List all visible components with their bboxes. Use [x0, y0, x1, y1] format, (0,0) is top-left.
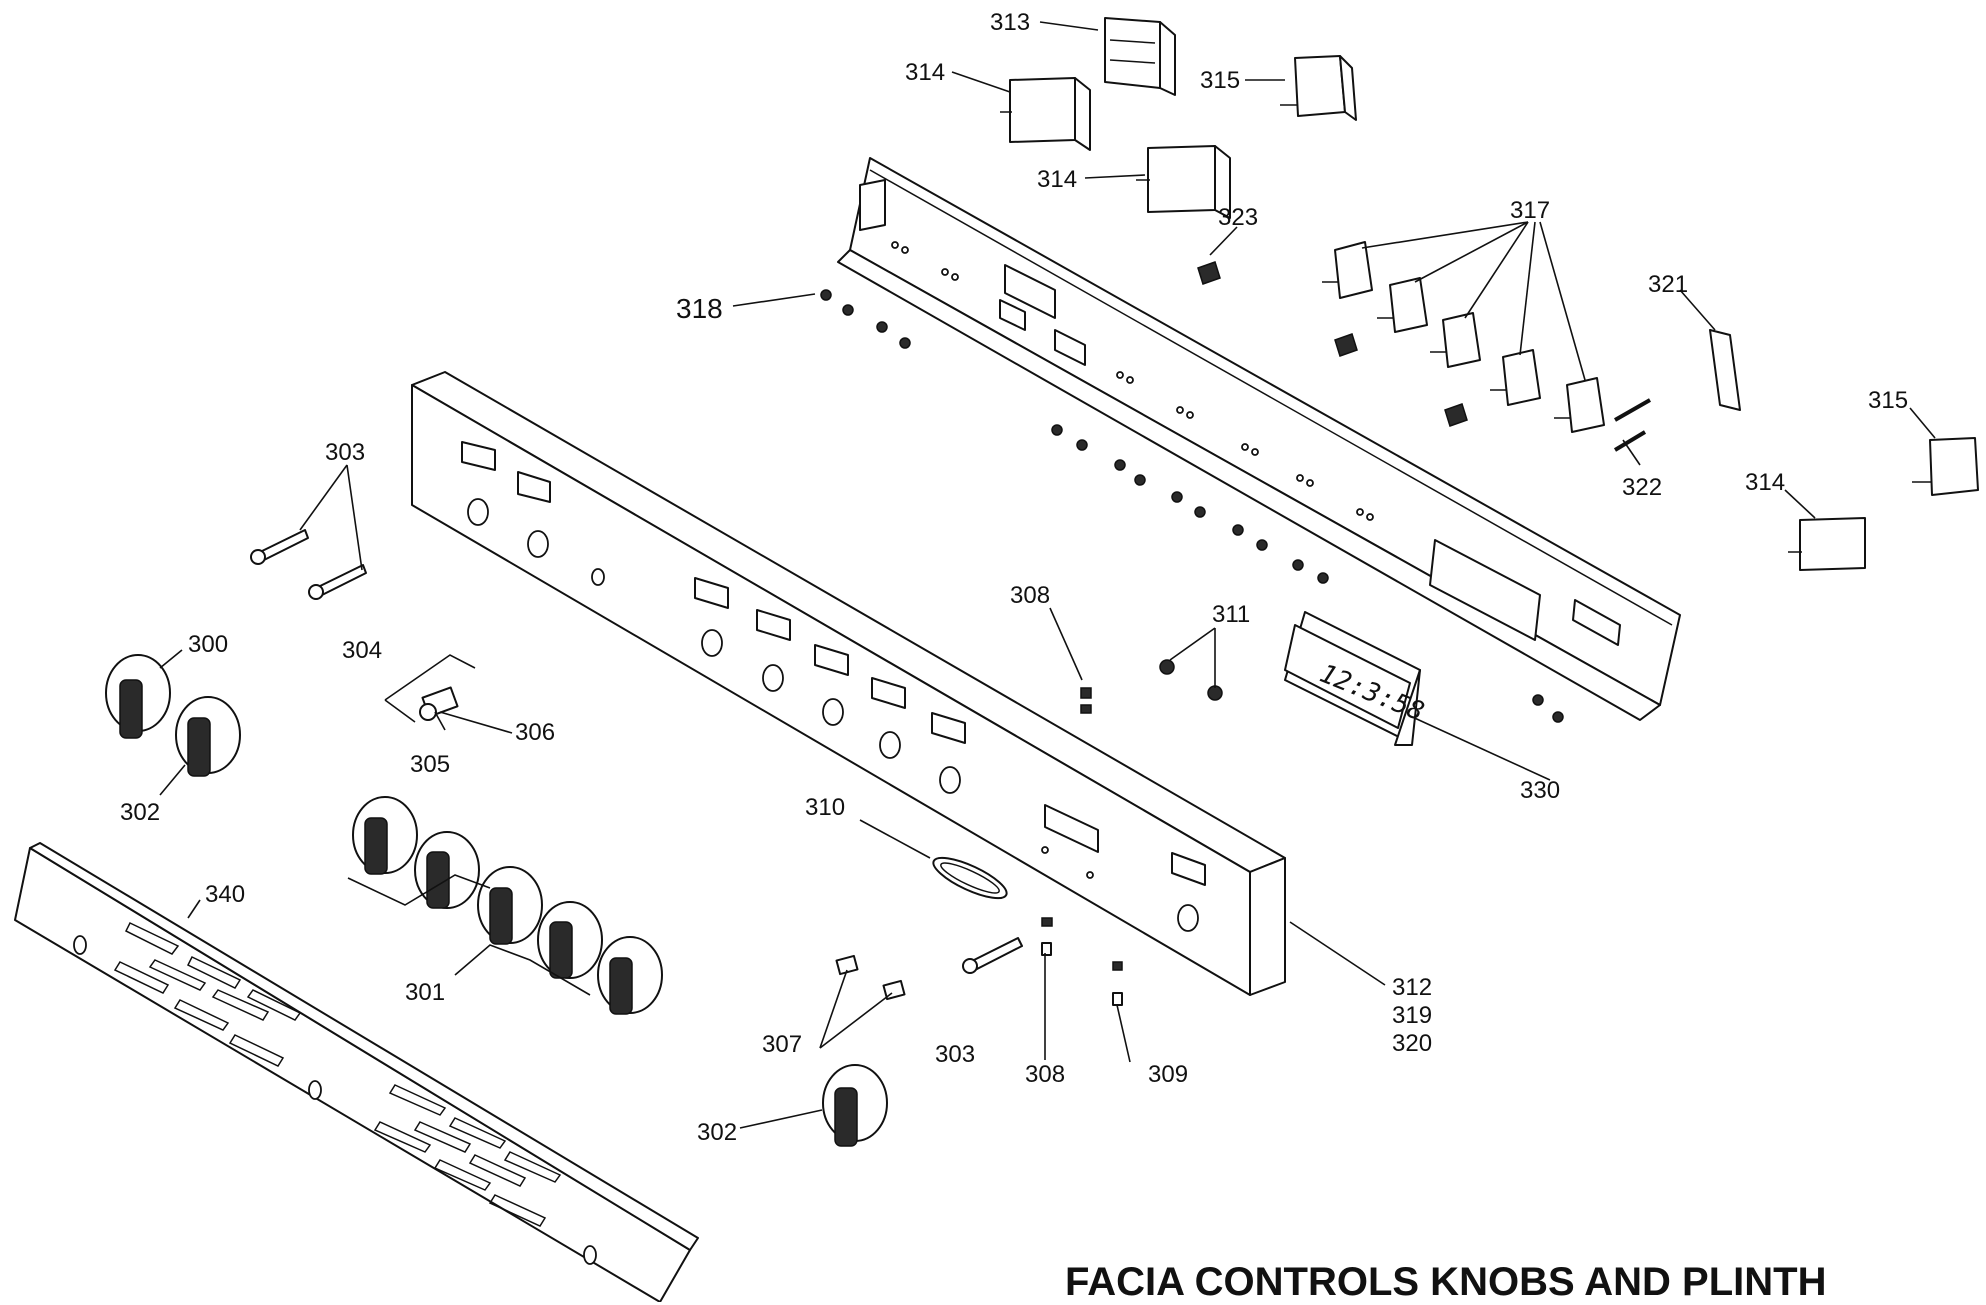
screw-318-group [820, 289, 911, 349]
callout-330: 330 [1520, 777, 1560, 804]
switch-314-right [1788, 517, 1866, 571]
callout-315-right: 315 [1868, 387, 1908, 414]
callout-314-top-left: 314 [905, 59, 945, 86]
plinth-vents [113, 922, 562, 1227]
fastener-308-lower [1041, 917, 1053, 956]
callout-labels: 313 314 315 314 323 317 318 321 315 322 … [120, 9, 1908, 1146]
switch-314-top-mid [1136, 145, 1231, 219]
knob-301-group [347, 796, 663, 1015]
switch-317-5 [1554, 377, 1605, 433]
grommet-311-group [1159, 659, 1223, 701]
switch-315-right [1912, 437, 1979, 496]
callout-300: 300 [188, 631, 228, 658]
callout-303-upper: 303 [325, 439, 365, 466]
board-321 [1709, 329, 1741, 411]
knob-302-left [175, 696, 241, 777]
switch-317-group [1322, 241, 1605, 433]
callout-310: 310 [805, 794, 845, 821]
plinth-340 [14, 842, 699, 1302]
callout-304: 304 [342, 637, 382, 664]
facia-panel-312 [411, 371, 1286, 996]
callout-322: 322 [1622, 474, 1662, 501]
switch-317-2 [1377, 277, 1428, 333]
callout-306: 306 [515, 719, 555, 746]
fastener-308-upper [1080, 687, 1092, 714]
callout-311: 311 [1212, 601, 1250, 628]
knob-300 [105, 654, 171, 739]
callout-323: 323 [1218, 204, 1258, 231]
bushing-307-group [835, 954, 906, 1001]
callout-317: 317 [1510, 197, 1550, 224]
switch-313 [1104, 17, 1176, 96]
callout-305: 305 [410, 751, 450, 778]
switch-317-4 [1490, 349, 1541, 406]
knob-302-bottom [822, 1064, 888, 1147]
bracket-screws-row [1051, 424, 1564, 723]
callout-340: 340 [205, 881, 245, 908]
callout-308-lower: 308 [1025, 1061, 1065, 1088]
switch-314-top-left [1000, 77, 1091, 151]
callout-314-right: 314 [1745, 469, 1785, 496]
callout-313: 313 [990, 9, 1030, 36]
callout-302-left: 302 [120, 799, 160, 826]
callout-315-top: 315 [1200, 67, 1240, 94]
ignition-switch-304 [384, 654, 476, 723]
switch-317-3 [1430, 312, 1481, 368]
callout-307: 307 [762, 1031, 802, 1058]
badge-310 [932, 856, 1008, 900]
switch-317-1 [1322, 241, 1373, 299]
callout-318: 318 [676, 293, 723, 324]
spindle-303-lower [962, 937, 1023, 974]
callout-302-bottom: 302 [697, 1119, 737, 1146]
screw-322-group [1613, 398, 1651, 452]
callout-301: 301 [405, 979, 445, 1006]
callout-319: 319 [1392, 1002, 1432, 1029]
switch-323 [1197, 261, 1468, 427]
switch-315-top [1280, 55, 1357, 121]
callout-303-lower: 303 [935, 1041, 975, 1068]
callout-309: 309 [1148, 1061, 1188, 1088]
callout-320: 320 [1392, 1030, 1432, 1057]
clock-330: 12:3:58 [1284, 611, 1428, 746]
leader-lines [159, 21, 1936, 1129]
spindle-303-upper [250, 529, 367, 600]
callout-312: 312 [1392, 974, 1432, 1001]
fastener-309 [1112, 961, 1123, 1006]
rear-control-bracket [837, 157, 1681, 721]
callout-308-upper: 308 [1010, 582, 1050, 609]
callout-314-top-mid: 314 [1037, 166, 1077, 193]
diagram-title: FACIA CONTROLS KNOBS AND PLINTH [1065, 1260, 1827, 1304]
callout-321: 321 [1648, 271, 1688, 298]
